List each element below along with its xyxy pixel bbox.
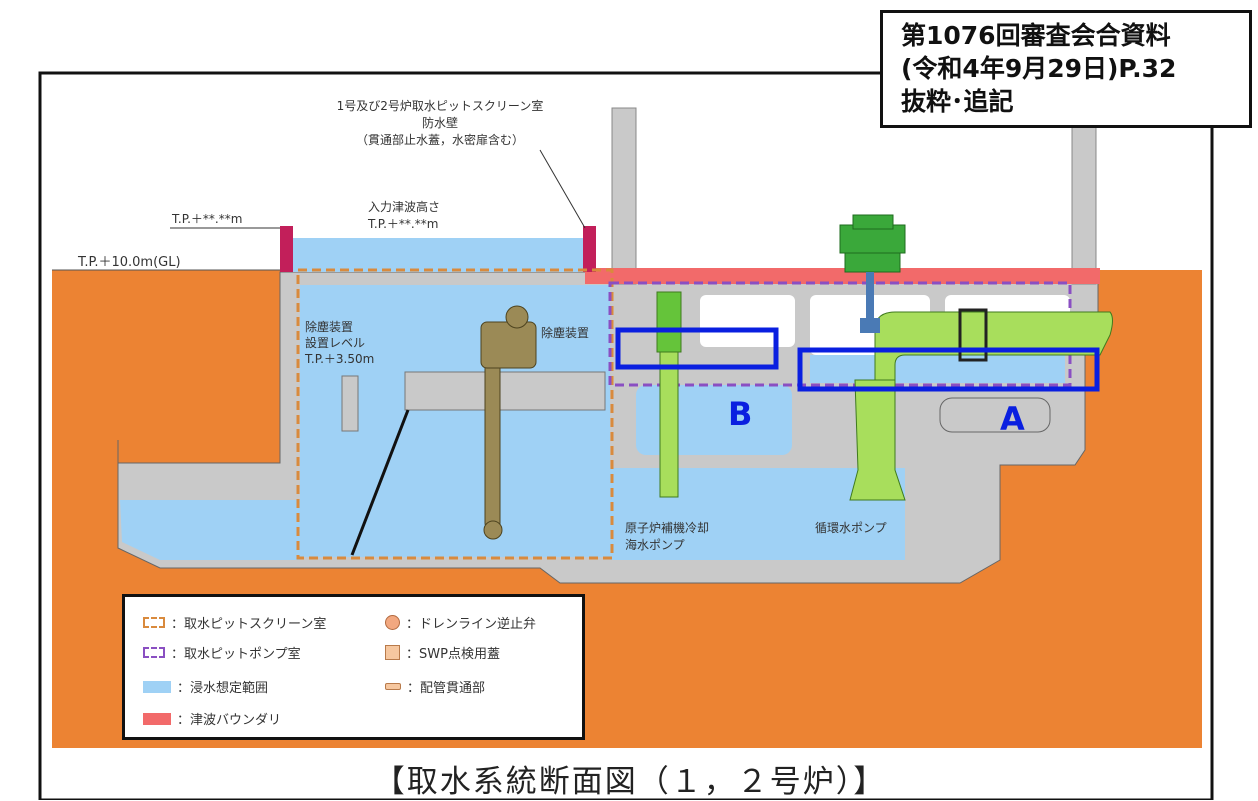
dust-removal-wheel-top [505, 305, 529, 329]
figure-caption: 【取水系統断面図（１，２号炉）】 [373, 764, 887, 800]
orange-circle-icon [385, 615, 400, 630]
orange-square-icon [385, 645, 400, 660]
legend-item-drain-check-valve: ：ドレンライン逆止弁 [385, 613, 536, 632]
legend-label: ：浸水想定範囲 [177, 681, 269, 696]
purple-dashed-box-icon [143, 647, 165, 658]
marker-b: B [728, 395, 752, 433]
dust-level-label-line2: 設置レベル [305, 335, 365, 350]
legend-item-pump-room: ：取水ピットポンプ室 [143, 643, 301, 662]
dust-level-label-line1: 除塵装置 [305, 319, 353, 334]
cwp-shaft [866, 272, 874, 322]
dust-level-label-line3: T.P.＋3.50m [304, 352, 374, 366]
reference-line-1: 第1076回審査会合資料 [901, 21, 1171, 50]
pump-circulating-label: 循環水ポンプ [815, 521, 887, 535]
legend-item-tsunami-boundary: ：津波バウンダリ [143, 709, 281, 728]
cwp-motor-top [852, 214, 894, 230]
dust-removal-wheel-bottom [483, 520, 503, 540]
tp-left-label: T.P.＋**.**m [171, 212, 242, 226]
legend-label: ：津波バウンダリ [177, 713, 282, 728]
pipe-penetration-icon [385, 683, 401, 690]
highlight-frame-a [797, 347, 1100, 392]
legend-label: ：取水ピットスクリーン室 [171, 617, 327, 632]
vertical-wall-left [611, 107, 637, 285]
wall-label-line2: 防水壁 [422, 115, 458, 130]
pump-reactor-label-line2: 海水ポンプ [625, 537, 685, 552]
dust-removal-head [480, 321, 537, 369]
cwp-discharge-pipe [874, 311, 1113, 381]
legend: ：取水ピットスクリーン室 ：ドレンライン逆止弁 ：取水ピットポンプ室 ：SWP点… [122, 594, 585, 740]
wall-leader-line [539, 149, 586, 229]
vertical-wall-right [1071, 117, 1097, 285]
cwp-valve [958, 308, 988, 362]
legend-label: ：配管貫通部 [407, 681, 486, 696]
legend-item-swp-cover: ：SWP点検用蓋 [385, 643, 500, 662]
reference-line-3: 抜粋･追記 [901, 87, 1014, 116]
legend-item-screen-room: ：取水ピットスクリーン室 [143, 613, 326, 632]
legend-label: ：SWP点検用蓋 [406, 647, 500, 662]
dust-device-label: 除塵装置 [541, 325, 589, 340]
swp-pump-motor [656, 291, 682, 353]
legend-item-flood-area: ：浸水想定範囲 [143, 677, 268, 696]
screen-room-outline [296, 268, 614, 560]
wall-label-line1: 1号及び2号炉取水ピットスクリーン室 [337, 98, 544, 113]
legend-label: ：取水ピットポンプ室 [171, 647, 301, 662]
blue-fill-icon [143, 680, 171, 693]
pump-room-upper-water [810, 355, 1065, 383]
legend-label: ：ドレンライン逆止弁 [406, 617, 537, 632]
pump-reactor-label-line1: 原子炉補機冷却 [625, 520, 709, 535]
marker-a: A [1000, 400, 1025, 438]
tsunami-boundary-wall-right [583, 226, 596, 272]
screen-incline [350, 409, 410, 556]
deck-slab [404, 371, 606, 411]
tsunami-water-top [290, 238, 585, 272]
gl-label: T.P.＋10.0m(GL) [77, 255, 181, 270]
outer-frame [38, 71, 1214, 800]
tsunami-boundary-wall-left [280, 226, 293, 272]
tsunami-height-label-line1: 入力津波高さ [368, 199, 440, 214]
upper-chamber-1 [700, 295, 795, 347]
wall-label-line3: （貫通部止水蓋，水密扉含む） [356, 132, 524, 147]
orange-dashed-box-icon [143, 617, 165, 628]
tsunami-height-label-line2: T.P.＋**.**m [367, 217, 438, 231]
legend-item-pipe-penetration: ：配管貫通部 [385, 677, 485, 696]
pump-room-chamber-water [636, 385, 792, 455]
tsunami-boundary-deck [585, 268, 1100, 284]
highlight-frame-b [615, 327, 779, 370]
reference-box: 第1076回審査会合資料 (令和4年9月29日)P.32 抜粋･追記 [880, 10, 1252, 128]
chamber-a [939, 397, 1051, 433]
reference-line-2: (令和4年9月29日)P.32 [901, 54, 1177, 83]
cwp-coupling [860, 318, 880, 333]
red-fill-icon [143, 712, 171, 725]
cwp-motor [839, 224, 906, 254]
intake-water-channel [120, 500, 300, 560]
column [341, 375, 359, 432]
